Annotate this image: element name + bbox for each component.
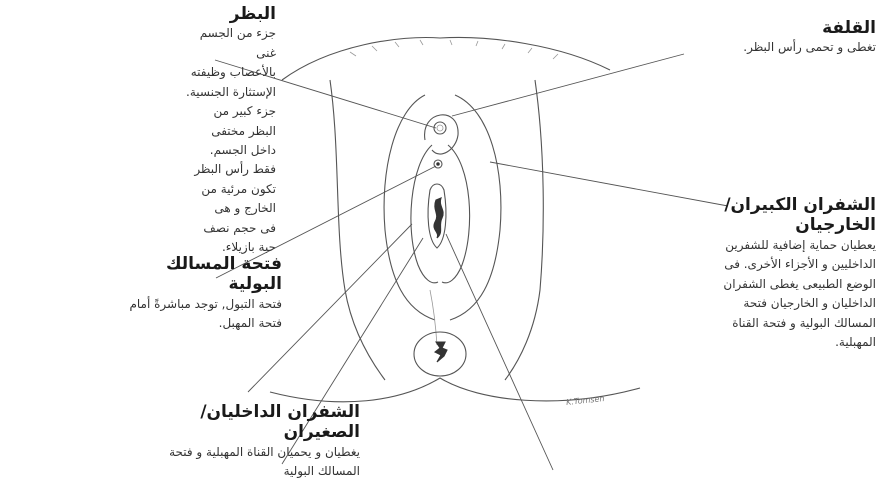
labia-minora-label: الشفران الداخليان/ الصغيران يغطيان و يحم…	[150, 402, 360, 482]
minora-title: الشفران الداخليان/ الصغيران	[150, 402, 360, 443]
clitoris-line: فى حجم نصف حبة بازيلاء.	[186, 219, 276, 258]
urethral-dot	[437, 163, 439, 165]
majora-line: يعطيان حماية إضافية للشفرين	[680, 236, 876, 255]
majora-title-line: الشفران الكبيران/	[680, 195, 876, 215]
leader-hood	[452, 54, 684, 116]
clitoris-line: جزء كبير من البظر مختفى	[186, 102, 276, 141]
majora-line: الداخليان و الخارجيان فتحة	[680, 294, 876, 313]
clitoris-line: تكون مرئية من الخارج و هى	[186, 180, 276, 219]
majora-line: المهبلية.	[680, 333, 876, 352]
majora-title-line: الخارجيان	[680, 215, 876, 235]
labia-majora-label: الشفران الكبيران/ الخارجيان يعطيان حماية…	[680, 195, 876, 352]
right-thigh-crease	[505, 80, 543, 380]
clitoris-line: داخل الجسم. فقط رأس البظر	[186, 141, 276, 180]
clitoral-hood-label: القلفة تغطى و تحمى رأس البظر.	[676, 18, 876, 58]
clitoris-line: بالأعصاب وظيفته	[186, 63, 276, 82]
vaginal-opening-shadow	[434, 198, 443, 238]
clitoris-line: جزء من الجسم غنى	[186, 24, 276, 63]
urethra-line: فتحة التبول, توجد مباشرةً أمام	[110, 295, 282, 314]
clitoris-line: الإستثارة الجنسية.	[186, 83, 276, 102]
clitoris-description: جزء من الجسم غنى بالأعصاب وظيفته الإستثا…	[186, 24, 276, 257]
urethra-title: فتحة المسالك البولية	[110, 254, 282, 295]
clitoris-inner	[437, 125, 443, 131]
clitoris-title: البظر	[186, 4, 276, 24]
labia-majora-left	[384, 95, 435, 320]
urethral-opening-label: فتحة المسالك البولية فتحة التبول, توجد م…	[110, 254, 282, 334]
mons-contour	[282, 37, 610, 80]
leader-vagina	[446, 234, 553, 470]
urethra-line: فتحة المهبل.	[110, 314, 282, 333]
majora-line: الوضع الطبيعى يغطى الشفران	[680, 275, 876, 294]
urethra-description: فتحة التبول, توجد مباشرةً أمام فتحة المه…	[110, 295, 282, 334]
hood-line: تغطى و تحمى رأس البظر.	[676, 38, 876, 57]
minora-description: يغطيان و يحميان القناة المهبلية و فتحة ا…	[150, 443, 360, 482]
clitoris-label: البظر جزء من الجسم غنى بالأعصاب وظيفته ا…	[186, 4, 276, 258]
majora-line: الداخليين و الأجزاء الأخرى. فى	[680, 255, 876, 274]
left-thigh-crease	[330, 80, 385, 380]
minora-line: يغطيان و يحميان القناة المهبلية و فتحة	[150, 443, 360, 462]
majora-description: يعطيان حماية إضافية للشفرين الداخليين و …	[680, 236, 876, 353]
majora-line: المسالك البولية و فتحة القناة	[680, 314, 876, 333]
hood-description: تغطى و تحمى رأس البظر.	[676, 38, 876, 57]
mons-hair-strokes	[350, 40, 558, 59]
perineum-line	[430, 290, 437, 345]
majora-title: الشفران الكبيران/ الخارجيان	[680, 195, 876, 236]
hood-title: القلفة	[676, 18, 876, 38]
